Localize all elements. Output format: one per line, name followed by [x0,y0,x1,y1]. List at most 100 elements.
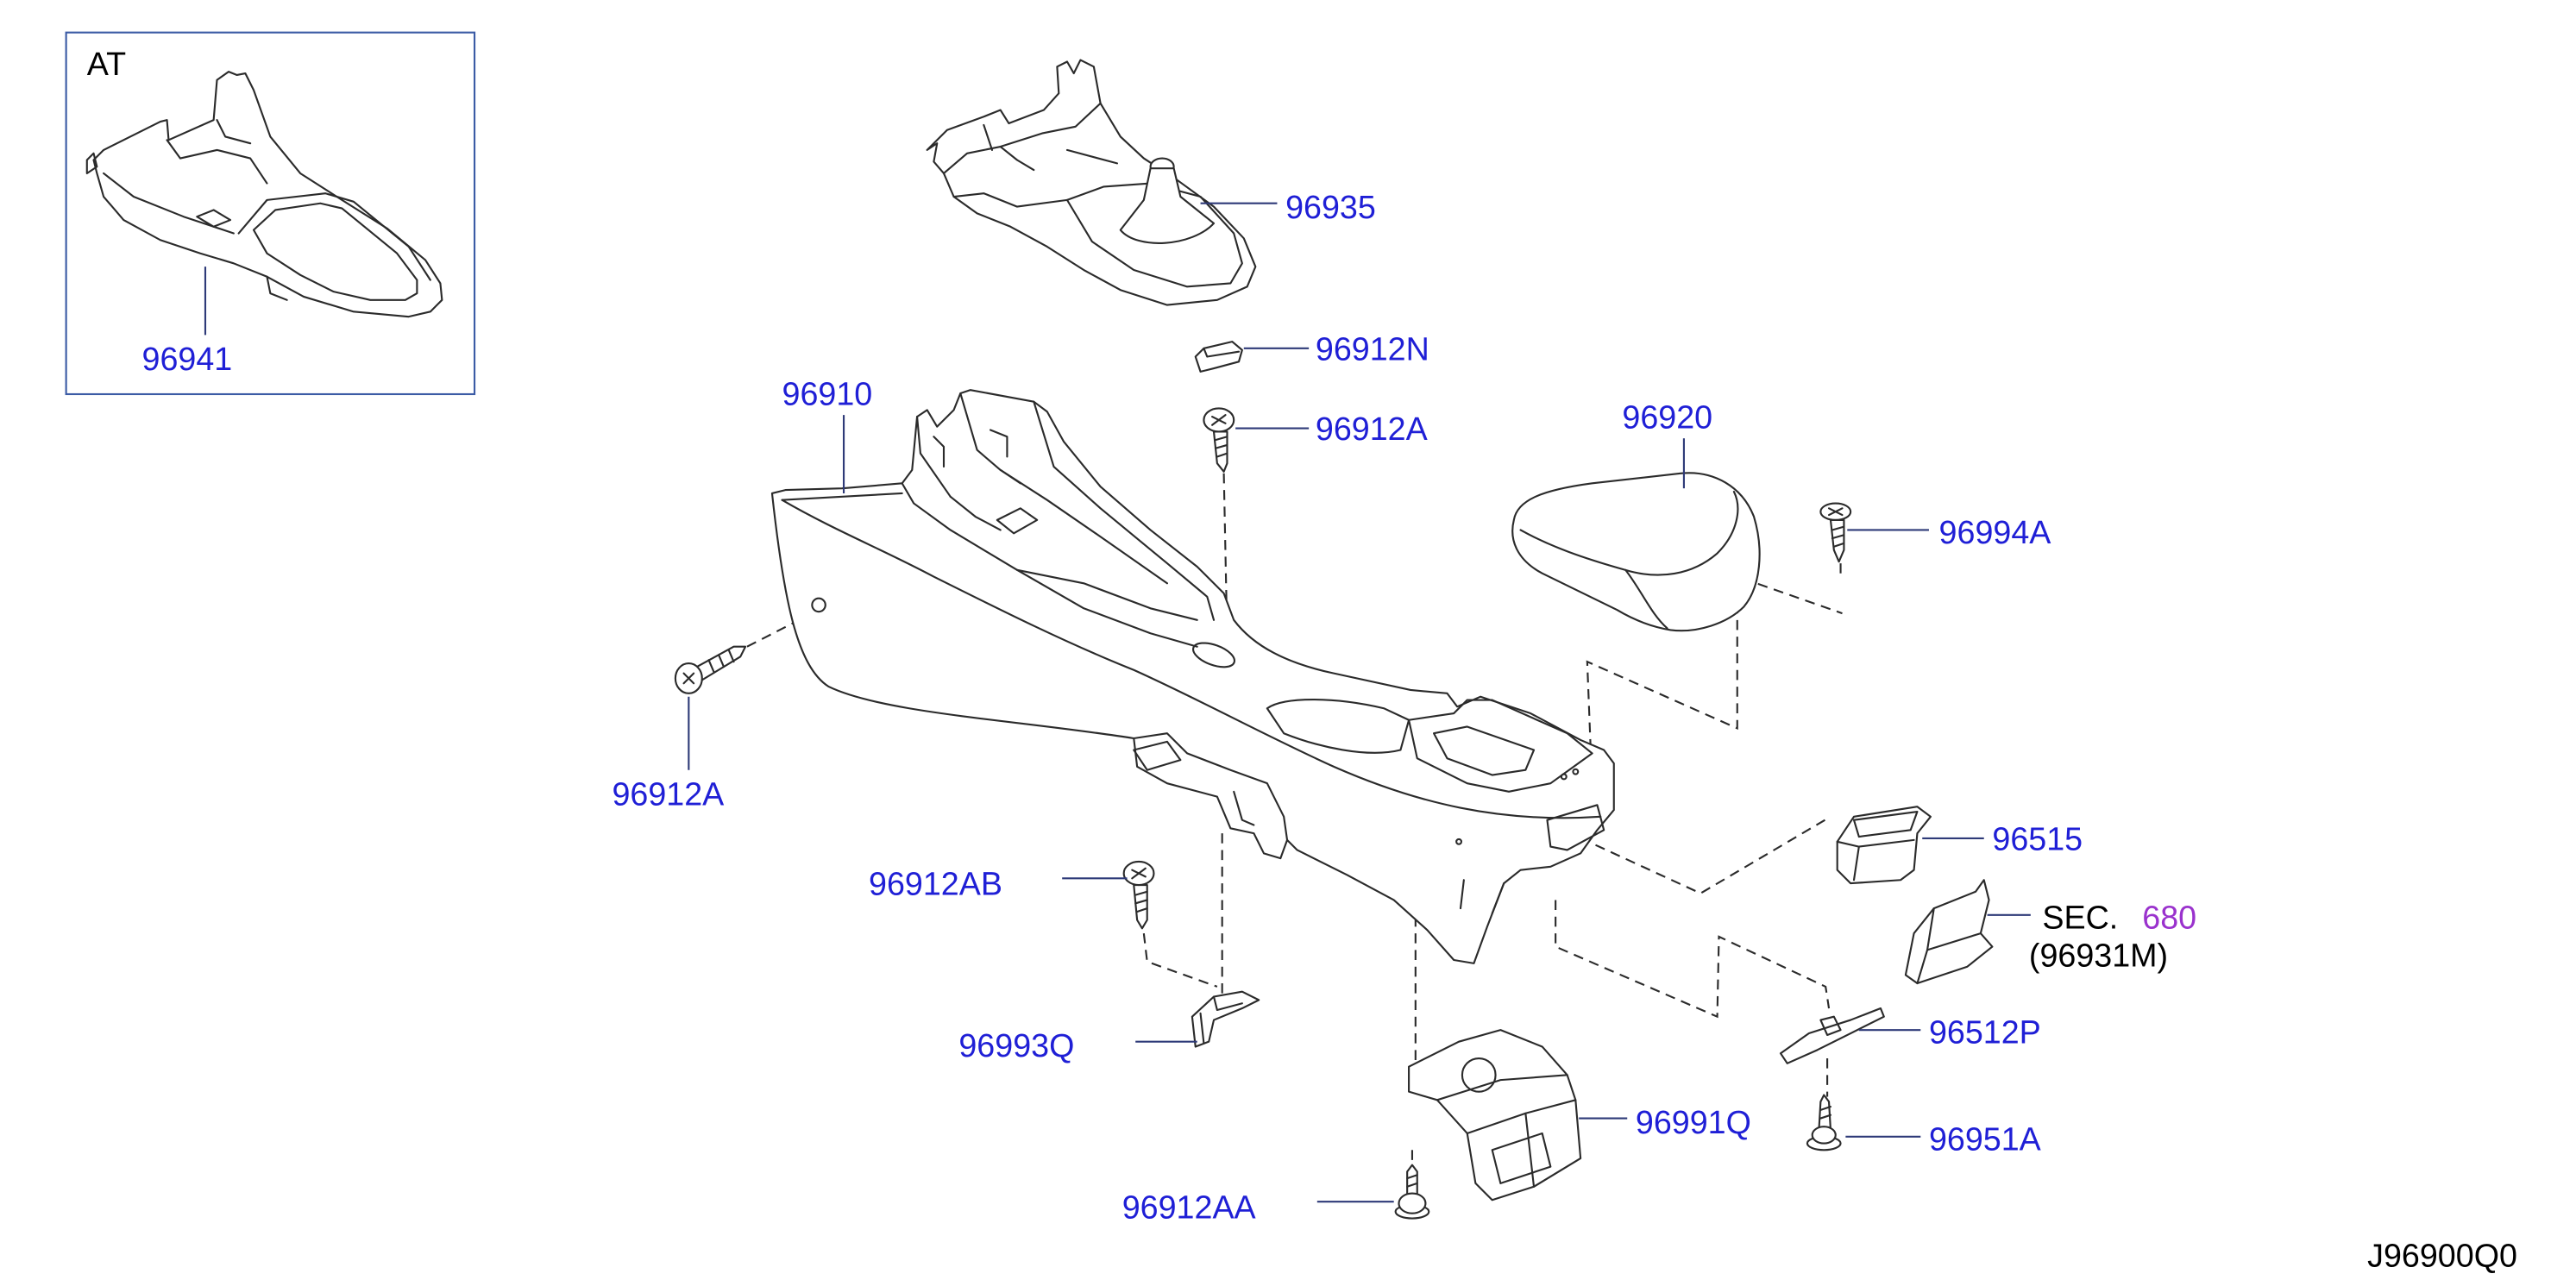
part-detail-dot [1560,773,1568,781]
leader-lines [204,202,2031,1203]
part-detail-line [196,209,232,228]
part-detail-dot [1572,768,1580,775]
part-detail-dot [1455,838,1463,845]
part-detail-line [1852,845,1860,882]
callout-96994a[interactable]: 96994A [1939,514,2052,550]
section-ref-part: (96931M) [2029,938,2168,974]
part-detail-line [1233,790,1255,826]
inset-label: AT [87,46,126,82]
screw-shank [1133,883,1148,930]
part-detail-line [1266,699,1411,754]
part-detail-circle [1461,1057,1497,1093]
section-ref-prefix: SEC. [2042,899,2118,935]
part-detail-line [1065,182,1243,288]
callout-96991q[interactable]: 96991Q [1636,1104,1751,1140]
part-outline [1191,990,1260,1048]
callout-96912ab[interactable]: 96912AB [869,866,1002,902]
part-detail-line [916,416,952,498]
part-detail-line [1491,1132,1552,1184]
part-detail-line [1408,699,1593,793]
callout-96912n[interactable]: 96912N [1316,330,1429,367]
section-ref-number[interactable]: 680 [2142,899,2196,935]
part-detail-line [1852,810,1919,838]
part-detail-line [1133,737,1289,860]
part-outline [1779,1007,1885,1064]
part-detail-line [1819,1015,1842,1037]
part-detail-line [103,172,235,235]
part-detail-line [949,495,1002,531]
callout-96515[interactable]: 96515 [1992,820,2083,856]
part-detail-line [983,123,994,151]
part-96912ab-drawing [1122,860,1155,930]
part-96951a-drawing [1806,1094,1842,1151]
part-96991q-drawing [1408,1029,1582,1202]
part-detail-line [1212,995,1243,1012]
part-96935-drawing [926,59,1257,306]
part-detail-line [1459,879,1505,914]
part-detail-line [1065,148,1119,165]
part-detail-line [781,492,903,501]
callout-96941[interactable]: 96941 [142,341,233,377]
part-96910-drawing [770,389,1615,964]
part-detail-line [999,468,1168,585]
callout-96910[interactable]: 96910 [782,376,873,412]
part-96912a-left-drawing [674,645,747,694]
part-detail-line [1436,1074,1568,1101]
part-detail-line [1546,804,1605,851]
shift-boot [1119,167,1216,244]
part-96941-drawing [85,71,443,318]
screw-shank [1829,518,1845,563]
callout-96951a[interactable]: 96951A [1929,1120,2042,1157]
part-detail-line [166,139,268,185]
part-outline [1408,1029,1582,1202]
callout-96912a-left[interactable]: 96912A [612,775,725,812]
part-detail-line [216,119,252,145]
screw-shank [1212,430,1228,473]
part-96912n-drawing [1194,341,1243,373]
part-outline [1511,472,1761,632]
screw-thread [707,649,735,673]
callout-96935[interactable]: 96935 [1285,189,1376,225]
screw-head [1811,1126,1837,1145]
console-hole [1192,642,1236,668]
callout-96512p[interactable]: 96512P [1929,1014,2041,1051]
part-detail-line [266,275,288,301]
part-detail-line [237,192,431,281]
dashed-guide-line [1595,815,1831,894]
part-outline [926,59,1257,306]
part-outline [770,389,1615,964]
callout-96920[interactable]: 96920 [1622,399,1712,436]
callout-96912a-top[interactable]: 96912A [1316,411,1429,447]
part-detail-line [933,429,1008,468]
part-detail-line [252,202,418,301]
part-detail-line [996,507,1039,535]
dashed-guide-line [746,612,813,648]
callout-96993q[interactable]: 96993Q [958,1027,1074,1064]
part-detail-line [952,192,1069,208]
part-detail-line [1199,1012,1205,1045]
screw-drive [1131,867,1147,880]
part-outline [1904,879,1994,985]
dashed-guide-line [1742,577,1843,615]
screw-thread [1831,525,1845,548]
part-detail-line [1519,490,1739,576]
screw-thread [1134,890,1148,913]
part-detail-line [1926,932,1982,951]
part-96515-drawing [1836,806,1932,885]
part-detail-line [1524,1112,1536,1188]
part-96994a-drawing [1819,502,1852,563]
callout-96912aa[interactable]: 96912AA [1122,1189,1257,1226]
screw-drive [682,672,695,685]
part-detail-line [1203,347,1241,358]
screw-head [1398,1192,1427,1214]
part-96912a-top-drawing [1203,407,1235,473]
part-outline [1836,806,1932,885]
part-96912aa-drawing [1394,1164,1430,1220]
part-detail-line [1033,400,1216,621]
part-96512p-drawing [1779,1007,1885,1064]
part-detail-line [1624,568,1668,630]
inset-frame [65,31,476,396]
part-detail-line [999,102,1102,148]
dashed-guide-line [1555,900,1831,1019]
